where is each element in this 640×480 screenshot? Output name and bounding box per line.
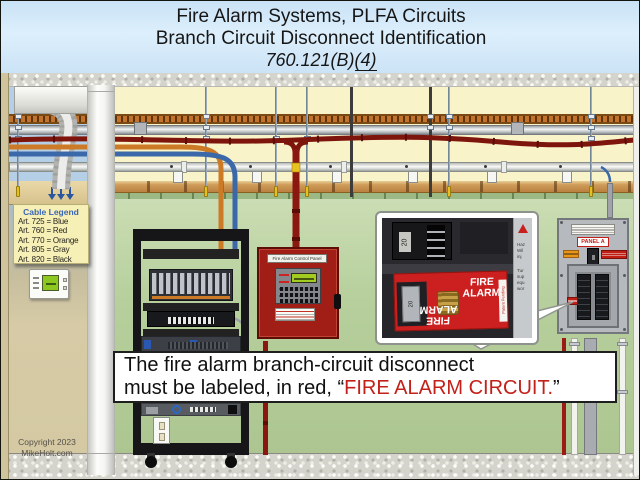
hanger-rod [446, 87, 453, 197]
wall-column [87, 85, 115, 475]
thermostat-display [42, 275, 59, 291]
warning-label: Haz Wil inj Tur sup equ wor [513, 218, 532, 338]
rack-rail [133, 229, 141, 451]
electrical-panel: PANEL A [557, 218, 633, 338]
title-banner: Fire Alarm Systems, PLFA Circuits Branch… [1, 1, 639, 73]
copyright-line-2: MikeHolt.com [21, 448, 73, 458]
main-breaker [587, 248, 599, 265]
sprinkler-drop [484, 165, 497, 183]
breaker-toggle [427, 225, 445, 259]
sprinkler-drop [405, 165, 418, 183]
facp-keypad [275, 268, 321, 304]
patch-panel [149, 269, 233, 301]
cable-legend-box: Cable Legend Art. 725 = Blue Art. 760 = … [13, 204, 89, 264]
copyright-notice: Copyright 2023 MikeHolt.com [7, 437, 87, 459]
orange-cable-tray [9, 114, 634, 124]
breaker-photo: 20 20 FIRE ALARM FIRE ALARM Patent Pendi… [382, 218, 532, 338]
thermostat [29, 269, 69, 299]
rack-top-bar [133, 229, 249, 241]
panel-rail [382, 264, 532, 274]
rack-shelf [143, 249, 239, 259]
code-ref-underlined: (4) [354, 50, 377, 71]
arc-flash-sticker [563, 250, 579, 258]
legend-entry: Art. 805 = Gray [18, 245, 70, 255]
breaker-column-left [577, 274, 591, 320]
code-reference: 760.121(B)(4) [1, 50, 639, 71]
fire-alarm-lockout-device: 20 FIRE ALARM FIRE ALARM Patent Pending [393, 270, 509, 332]
breaker-amp-label: 20 [399, 232, 411, 252]
sprinkler-drop [559, 165, 572, 183]
title-line-2: Branch Circuit Disconnect Identification [155, 28, 487, 49]
caption-box: The fire alarm branch-circuit disconnect… [113, 351, 617, 403]
rack-shelf [143, 329, 239, 336]
fire-alarm-marking-inverted: FIRE ALARM [419, 302, 458, 327]
rack-caster [225, 456, 237, 468]
caption-red-text: FIRE ALARM CIRCUIT. [344, 377, 554, 399]
hanger-rod [273, 87, 280, 197]
warning-triangle-icon [518, 224, 528, 233]
panel-deadfront [567, 264, 619, 328]
facp-display [291, 273, 317, 283]
rack-power-strip [141, 403, 241, 416]
facp-label: Fire Alarm Control Panel [267, 254, 327, 263]
wall-tile-row [2, 193, 639, 199]
caption-line-1: The fire alarm branch-circuit disconnect [124, 354, 475, 376]
facp-door-handle [334, 294, 341, 309]
right-wall-column [633, 87, 639, 475]
suspended-ceiling-band [2, 181, 639, 193]
hanger-rod [203, 87, 210, 197]
legend-entry: Art. 725 = Blue [18, 217, 69, 226]
junction-box [134, 122, 147, 135]
cable-legend-title: Cable Legend [23, 207, 79, 217]
legend-entry: Art. 760 = Red [18, 226, 68, 236]
left-wall-edge [1, 73, 9, 479]
sprinkler-drop [249, 165, 262, 183]
rack-rail [241, 229, 249, 451]
code-ref-main: 760.121(B) [265, 50, 355, 70]
conduit-coupling [501, 161, 507, 173]
fire-alarm-sticker [601, 250, 627, 259]
rack-bottom-bar [133, 443, 249, 455]
fire-alarm-breaker-marker [567, 297, 578, 305]
breaker-column-right [595, 274, 609, 320]
conduit-coupling [341, 161, 347, 173]
legend-entry: Art. 820 = Black [18, 254, 72, 264]
black-cable-drop [427, 87, 434, 197]
breaker-closeup-callout: 20 20 FIRE ALARM FIRE ALARM Patent Pendi… [375, 211, 539, 345]
patent-pending-note: Patent Pending [498, 279, 508, 322]
hvac-duct-box [14, 86, 89, 114]
title-line-1: Fire Alarm Systems, PLFA Circuits [176, 6, 466, 27]
circuit-breaker: 20 [392, 222, 452, 260]
adjacent-breaker [460, 222, 508, 254]
panel-feed-conduit [607, 183, 613, 218]
server-unit [141, 336, 241, 352]
network-switch [147, 311, 235, 327]
black-cable-drop [350, 87, 353, 197]
rack-shelf [143, 303, 239, 311]
receptacle-outlet [153, 417, 170, 444]
sprinkler-drop [329, 165, 342, 183]
caption-line-2: must be labeled, in red, “FIRE ALARM CIR… [124, 377, 560, 399]
rack-caster [145, 456, 157, 468]
hanger-rod [304, 87, 311, 197]
facp-instruction-card [275, 308, 315, 321]
junction-box [511, 122, 524, 135]
legend-entry: Art. 770 = Orange [18, 235, 79, 245]
panel-directory-label [571, 224, 615, 235]
copyright-line-1: Copyright 2023 [18, 437, 76, 447]
ceiling-texture [1, 73, 639, 87]
fire-alarm-control-panel: Fire Alarm Control Panel [257, 247, 343, 341]
white-conduit [617, 338, 628, 455]
hanger-rod [588, 87, 595, 197]
sprinkler-drop [170, 165, 183, 183]
equipment-rack [131, 227, 251, 469]
panel-name-label: PANEL A [577, 237, 609, 247]
